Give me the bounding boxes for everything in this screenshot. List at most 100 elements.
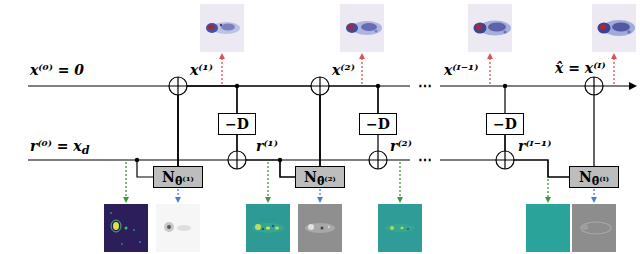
leader-arrowhead (123, 197, 551, 203)
signal-label: r⁽¹⁾ (256, 138, 278, 154)
ellipsis: ⋯ (416, 152, 434, 168)
residual-image (526, 204, 570, 252)
summation-symbol (169, 77, 187, 95)
summation-symbol (169, 77, 187, 95)
leader-line (126, 162, 548, 197)
summation-symbol (311, 77, 329, 95)
residual-image (121, 243, 123, 245)
leader-arrowhead (487, 53, 493, 59)
residual-image (272, 225, 274, 227)
residual-image (385, 224, 415, 232)
residual-image (266, 227, 270, 230)
operator-box: −D (486, 113, 524, 135)
leader-arrowhead (359, 53, 365, 59)
residual-image (110, 212, 112, 214)
reconstruction-image (598, 23, 611, 34)
leader-arrowhead (397, 197, 403, 203)
reconstruction-image (600, 24, 606, 29)
network-output-image (308, 224, 314, 230)
signal-label: x⁽²⁾ (332, 62, 355, 78)
connector (505, 135, 569, 177)
reconstruction-image (340, 4, 384, 52)
residual-image (125, 227, 128, 230)
reconstruction-image (221, 24, 235, 31)
signal-label: d (82, 143, 90, 157)
residual-image (113, 222, 119, 230)
residual-image (407, 228, 409, 230)
reconstruction-image (206, 23, 218, 33)
leader-line (178, 189, 594, 197)
leader-arrowhead (219, 53, 225, 59)
wire (28, 86, 630, 177)
summation-symbol (585, 77, 603, 95)
ellipsis: ⋯ (416, 78, 434, 94)
reconstruction-image (208, 25, 214, 30)
box-text: −D (366, 116, 390, 132)
residual-image (252, 223, 284, 233)
reconstruction-image (592, 4, 636, 52)
box-text: Nθ̂⁽¹⁾ (162, 169, 194, 185)
leader-arrowhead (265, 197, 271, 203)
residual-image (262, 228, 264, 230)
network-output-image (298, 204, 342, 252)
operator-box: −D (218, 113, 256, 135)
reconstruction-image (375, 30, 378, 33)
leader-arrowhead (123, 197, 129, 203)
operator-box: −D (359, 113, 397, 135)
signal-label: r⁽ᴵ⁻¹⁾ (518, 138, 551, 154)
leader-arrowhead (175, 197, 597, 203)
signal-label: x⁽ᴵ⁻¹⁾ (444, 62, 478, 78)
box-text: −D (225, 116, 249, 132)
network-output-image (305, 223, 335, 233)
summation-symbol (228, 151, 246, 169)
residual-image (246, 204, 290, 252)
reconstruction-image (348, 25, 354, 30)
box-text: Nθ̂⁽ᴵ⁾ (579, 169, 609, 185)
network-output-image (582, 224, 588, 230)
network-output-image (167, 225, 171, 229)
reconstruction-image (200, 4, 244, 52)
residual-image (139, 241, 141, 243)
network-output-image (581, 222, 611, 234)
output-arrowhead (629, 82, 637, 90)
reconstruction-image (200, 4, 244, 52)
summation-symbol (369, 151, 387, 169)
reconstruction-image (476, 24, 482, 29)
network-output-image (156, 204, 200, 252)
summation-symbol (496, 151, 514, 169)
network-box: Nθ̂⁽²⁾ (295, 166, 345, 188)
leader-arrowhead (611, 53, 617, 59)
network-box: Nθ̂⁽ᴵ⁾ (569, 166, 619, 188)
junction-dot (503, 84, 507, 88)
network-output-image (298, 204, 342, 252)
box-text: −D (493, 116, 517, 132)
residual-image (255, 224, 261, 230)
network-output-image (572, 204, 616, 252)
connector (178, 86, 320, 166)
residual-image (275, 227, 279, 230)
leader-line (126, 162, 548, 197)
junction-dot (135, 158, 139, 162)
reconstruction-image (468, 4, 512, 52)
reconstruction-image (220, 24, 222, 26)
leader-arrowhead (545, 197, 551, 203)
reconstruction-image (340, 4, 384, 52)
signal-label: x⁽⁰⁾ = 0 (30, 62, 84, 78)
network-box: Nθ̂⁽¹⁾ (153, 166, 203, 188)
leader-arrowhead (591, 197, 597, 203)
summation-symbol (311, 77, 329, 95)
summation-symbol (585, 77, 603, 95)
signal-label: r⁽²⁾ (390, 138, 412, 154)
residual-image (378, 204, 422, 252)
leader-arrowhead (175, 197, 181, 203)
residual-image (400, 227, 403, 229)
junction-dot (135, 84, 507, 162)
network-output-image (321, 227, 324, 230)
signal-label: r⁽⁰⁾ = xd (30, 138, 90, 154)
residual-image (378, 204, 422, 252)
residual-image (133, 229, 135, 231)
box-text: Nθ̂⁽²⁾ (304, 169, 336, 185)
